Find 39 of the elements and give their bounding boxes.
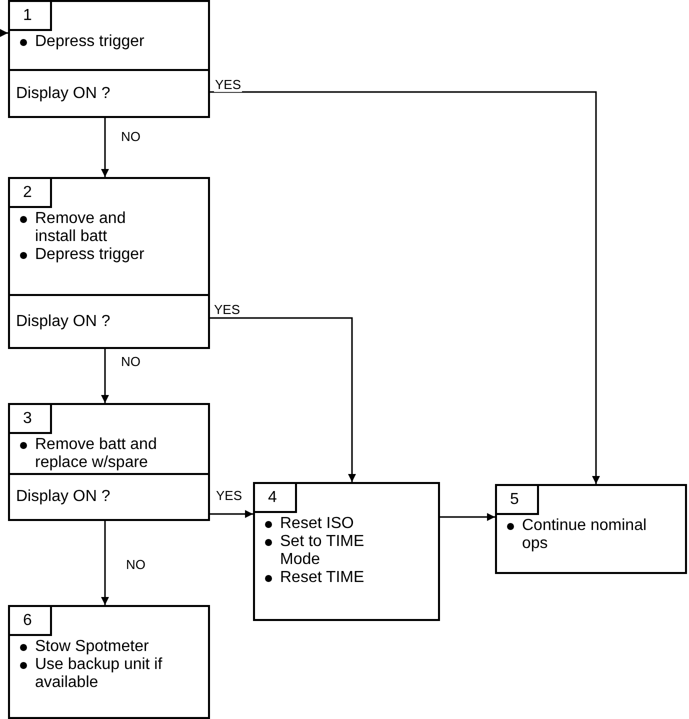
bullet-item: Continue nominal ops [505,517,672,553]
step-box [8,177,210,349]
bullet-item: Reset ISO [263,515,400,533]
step-box [8,605,210,719]
bullet-item: Reset TIME [263,569,400,587]
question-text: Display ON ? [10,473,208,519]
bullet-item: Set to TIME Mode [263,533,400,569]
arrow [101,349,109,403]
arrow [210,317,356,482]
edge-label: YES [213,303,242,317]
step-box [8,0,210,118]
step-number: 2 [10,179,52,208]
edge-label: NO [120,355,142,369]
edge-label: NO [125,558,146,572]
arrow [101,521,109,605]
step-box [495,484,687,574]
bullet-item: Depress trigger [18,246,165,264]
bullet-item: Stow Spotmeter [18,638,210,656]
question-text: Display ON ? [10,294,208,347]
question-text: Display ON ? [10,69,208,116]
step-number: 6 [10,607,52,636]
step-number: 1 [10,2,52,31]
bullet-item: Remove and install batt [18,210,165,246]
arrow [0,29,8,37]
step-box [8,403,210,521]
arrow [440,513,495,521]
step-number: 5 [497,486,539,515]
arrow [101,118,109,177]
edge-label: YES [214,78,242,92]
step-number: 4 [255,484,297,513]
step-number: 3 [10,405,52,434]
arrow [210,510,253,518]
bullet-item: Depress trigger [18,33,205,51]
edge-label: YES [215,489,244,503]
bullet-item: Remove batt and replace w/spare [18,436,185,472]
bullet-item: Use backup unit if available [18,656,210,692]
arrow [210,91,600,484]
step-box [253,482,440,621]
edge-label: NO [120,130,142,144]
